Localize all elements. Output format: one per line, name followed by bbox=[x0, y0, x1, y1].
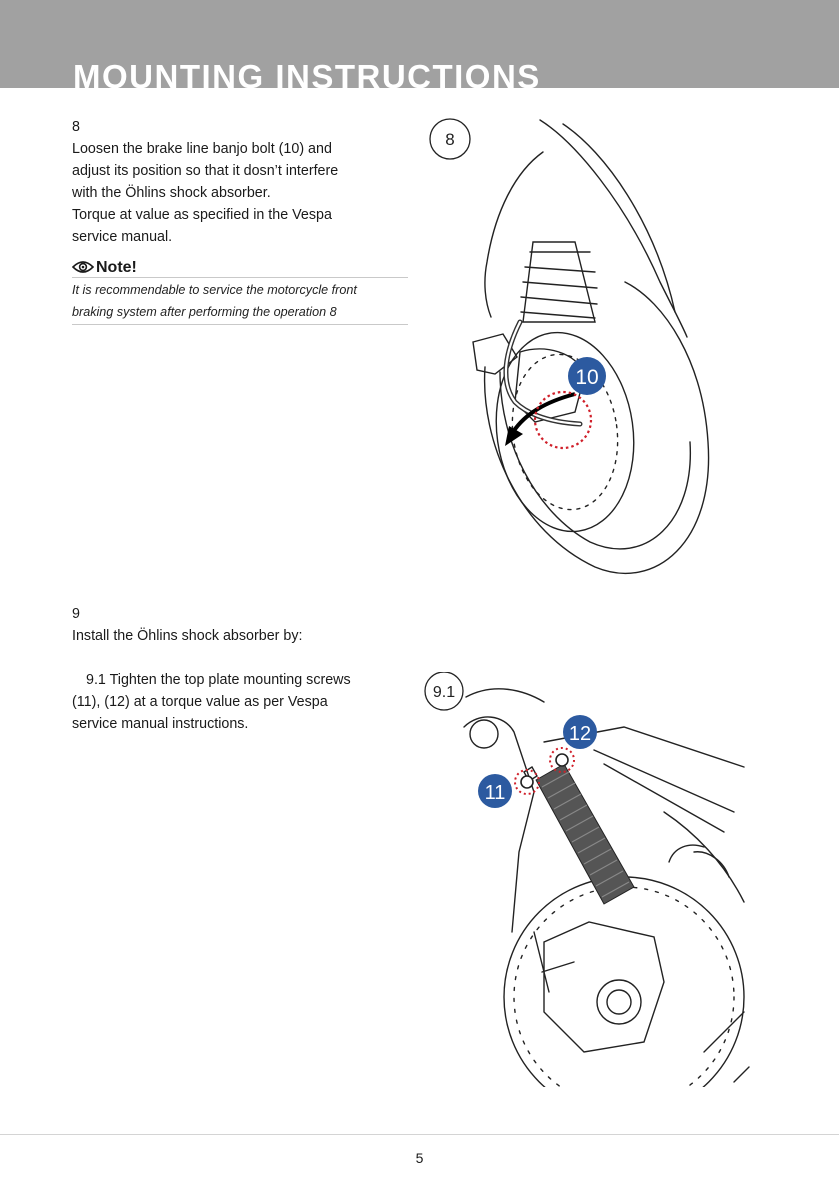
step-8-number: 8 bbox=[72, 119, 80, 135]
step-9-intro: Install the Öhlins shock absorber by: bbox=[72, 628, 303, 644]
page-title: MOUNTING INSTRUCTIONS bbox=[73, 58, 541, 88]
note-line: braking system after performing the oper… bbox=[72, 304, 337, 319]
note-heading: Note! bbox=[72, 258, 408, 278]
figure-9-1-illustration: 9.1 12 11 bbox=[424, 672, 750, 1087]
step-8-line: adjust its position so that it dosn’t in… bbox=[72, 163, 339, 179]
step-9-1-text: 9.1 Tighten the top plate mounting screw… bbox=[72, 669, 402, 735]
callout-11: 11 bbox=[485, 782, 506, 804]
step-8-line: with the Öhlins shock absorber. bbox=[72, 185, 271, 201]
step-9-1-line: 9.1 Tighten the top plate mounting screw… bbox=[86, 672, 351, 688]
figure-8-label: 8 bbox=[445, 130, 454, 149]
step-8-text: 8 Loosen the brake line banjo bolt (10) … bbox=[72, 116, 402, 248]
step-8-line: service manual. bbox=[72, 229, 173, 245]
header-band: MOUNTING INSTRUCTIONS bbox=[0, 0, 839, 88]
step-8-line: Loosen the brake line banjo bolt (10) an… bbox=[72, 141, 332, 157]
footer-divider bbox=[0, 1134, 839, 1135]
step-9-number: 9 bbox=[72, 606, 80, 622]
note-body: It is recommendable to service the motor… bbox=[72, 280, 408, 325]
figure-9-1-label: 9.1 bbox=[433, 684, 455, 701]
step-9-text: 9 Install the Öhlins shock absorber by: bbox=[72, 603, 402, 647]
eye-icon bbox=[72, 261, 94, 273]
callout-10: 10 bbox=[575, 366, 598, 389]
step-9-1-line: service manual instructions. bbox=[72, 716, 249, 732]
callout-12: 12 bbox=[569, 723, 591, 745]
page-number: 5 bbox=[415, 1150, 424, 1166]
note-line: It is recommendable to service the motor… bbox=[72, 283, 357, 297]
step-9-1-line: (11), (12) at a torque value as per Vesp… bbox=[72, 694, 328, 710]
note-title: Note! bbox=[96, 259, 137, 276]
step-8-line: Torque at value as specified in the Vesp… bbox=[72, 207, 332, 223]
figure-8-illustration: 8 10 bbox=[429, 118, 710, 575]
